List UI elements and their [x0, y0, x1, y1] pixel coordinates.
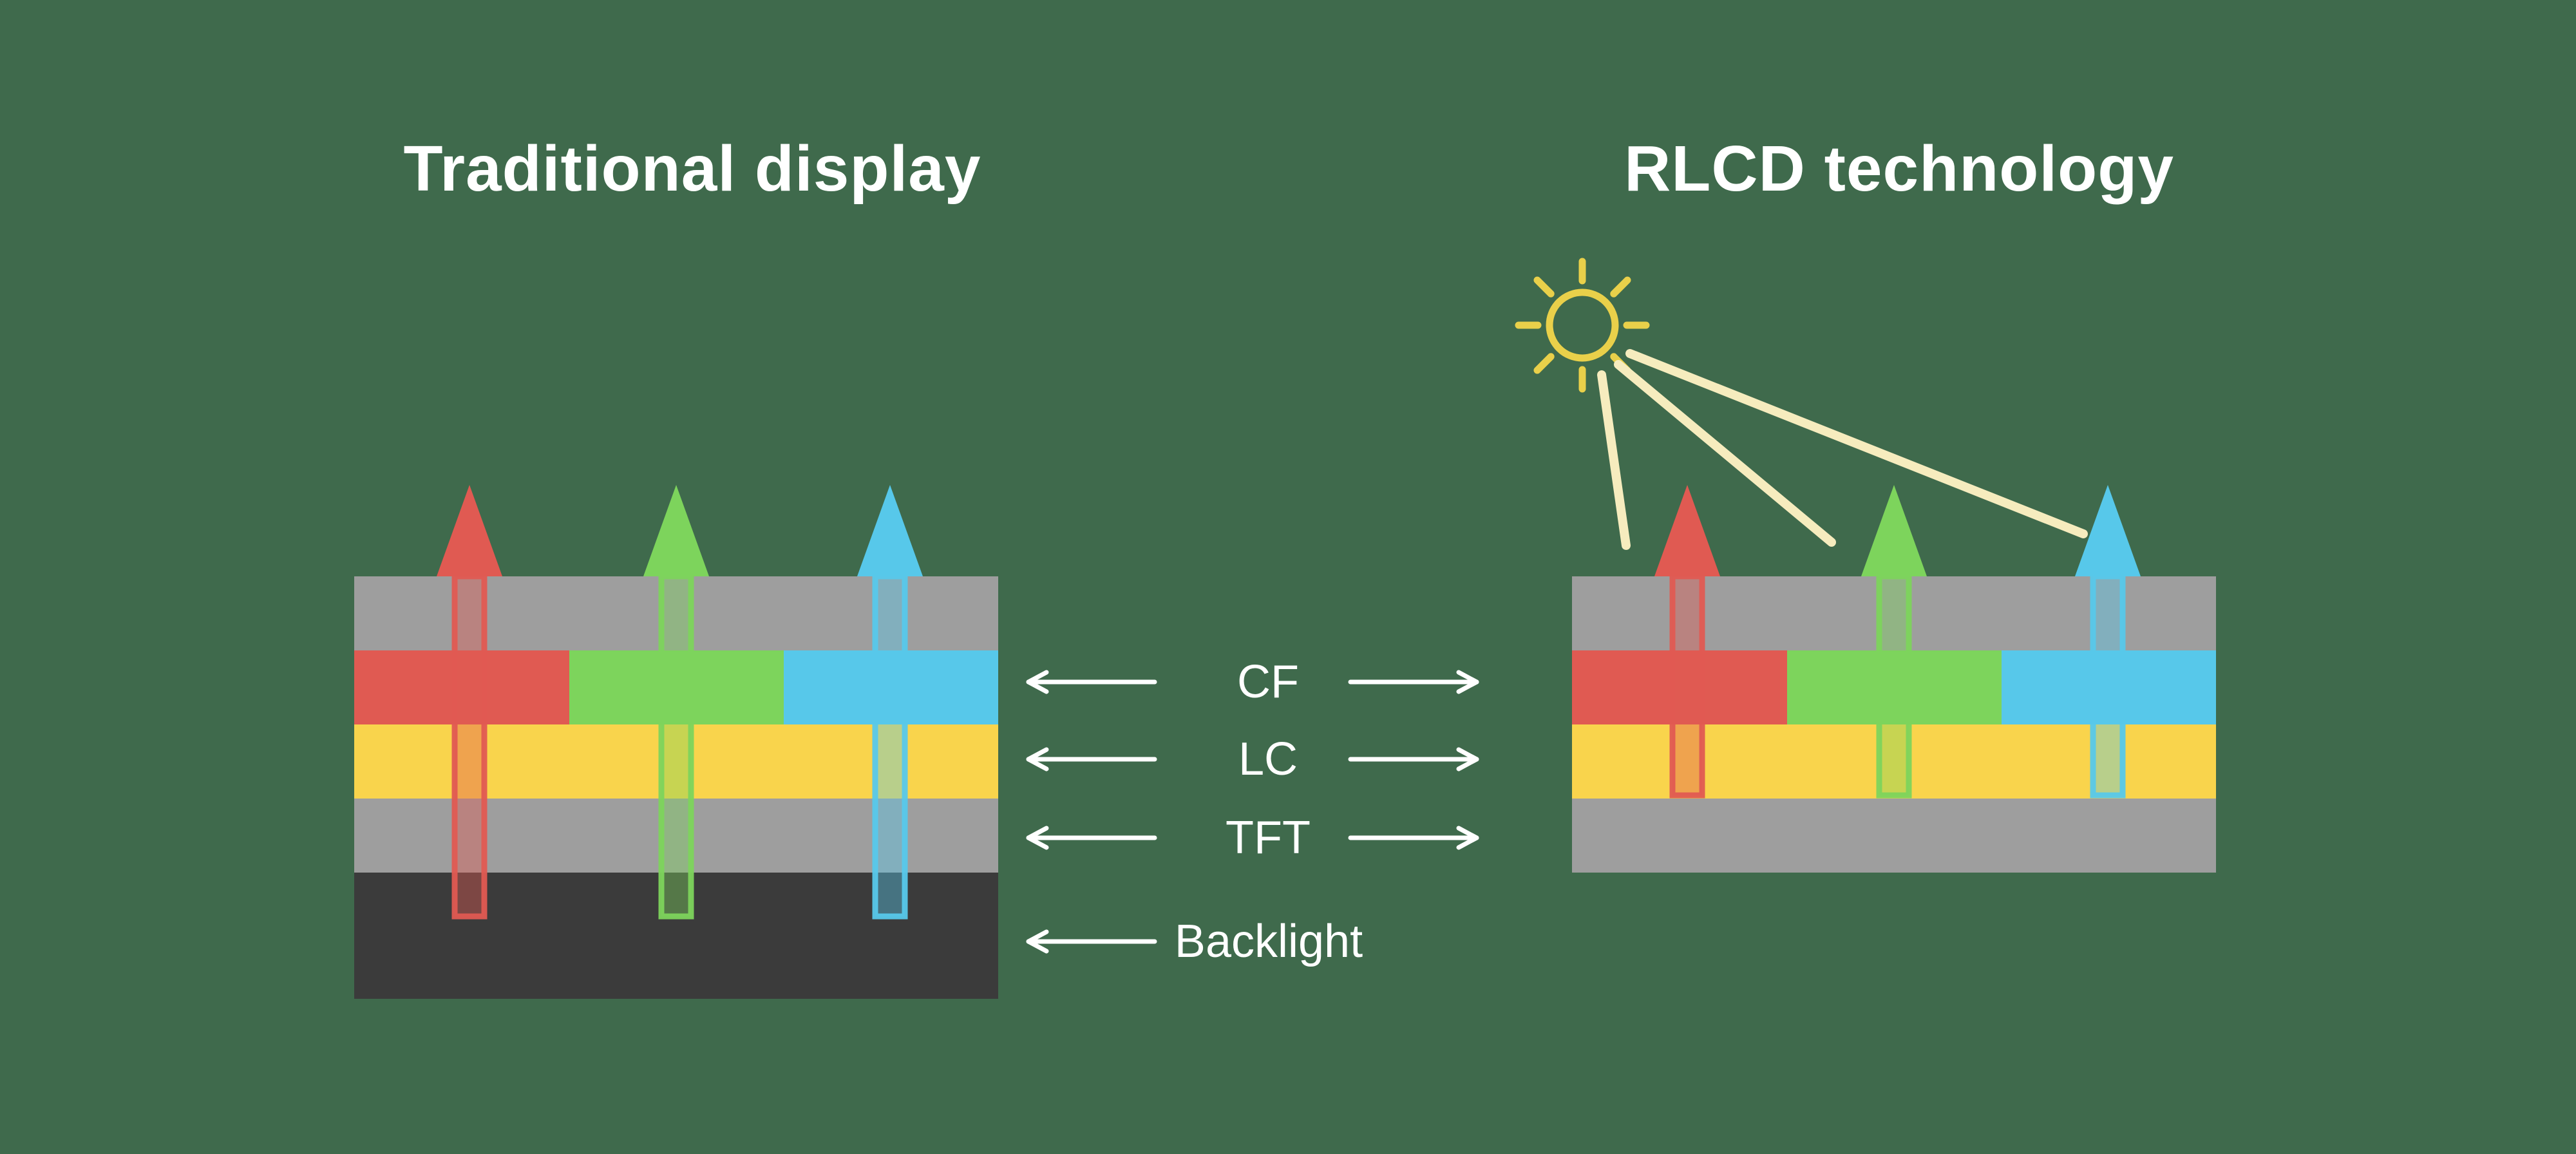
up-arrow-green-icon	[1861, 485, 1927, 799]
cf-label: CF	[1237, 656, 1299, 708]
lc-label: LC	[1238, 733, 1298, 785]
rlcd-lc-layer	[1572, 724, 2216, 799]
traditional-tft-layer	[354, 799, 998, 873]
up-arrow-red-icon	[1654, 485, 1720, 799]
traditional-display-stack	[354, 576, 998, 999]
title-traditional-display: Traditional display	[403, 133, 981, 205]
title-rlcd-technology: RLCD technology	[1624, 133, 2174, 205]
cf-green-segment	[569, 650, 784, 724]
rlcd-cf-layer	[1572, 650, 2216, 724]
cf-cyan-segment	[784, 650, 998, 724]
sunlight-beam	[1597, 370, 1631, 550]
lc-arrow-left-icon	[1026, 747, 1157, 771]
rlcd-tft-layer	[1572, 799, 2216, 873]
lc-arrow-right-icon	[1348, 747, 1479, 771]
up-arrow-red-icon	[437, 485, 502, 920]
tft-arrow-left-icon	[1026, 826, 1157, 850]
cf-red-segment	[354, 650, 569, 724]
up-arrow-cyan-icon	[857, 485, 923, 920]
traditional-backlight-layer	[354, 873, 998, 999]
cf-red-segment	[1572, 650, 1787, 724]
traditional-glass-layer	[354, 576, 998, 650]
cf-arrow-right-icon	[1348, 670, 1479, 694]
cf-cyan-segment	[2002, 650, 2216, 724]
traditional-cf-layer	[354, 650, 998, 724]
cf-arrow-left-icon	[1026, 670, 1157, 694]
rlcd-glass-layer	[1572, 576, 2216, 650]
rlcd-stack	[1572, 576, 2216, 873]
sun-icon	[1515, 258, 1650, 393]
backlight-label: Backlight	[1174, 916, 1363, 967]
traditional-lc-layer	[354, 724, 998, 799]
tft-label: TFT	[1226, 812, 1311, 864]
tft-arrow-right-icon	[1348, 826, 1479, 850]
up-arrow-cyan-icon	[2075, 485, 2141, 799]
backlight-arrow-left-icon	[1026, 929, 1157, 954]
cf-green-segment	[1787, 650, 2002, 724]
up-arrow-green-icon	[643, 485, 709, 920]
